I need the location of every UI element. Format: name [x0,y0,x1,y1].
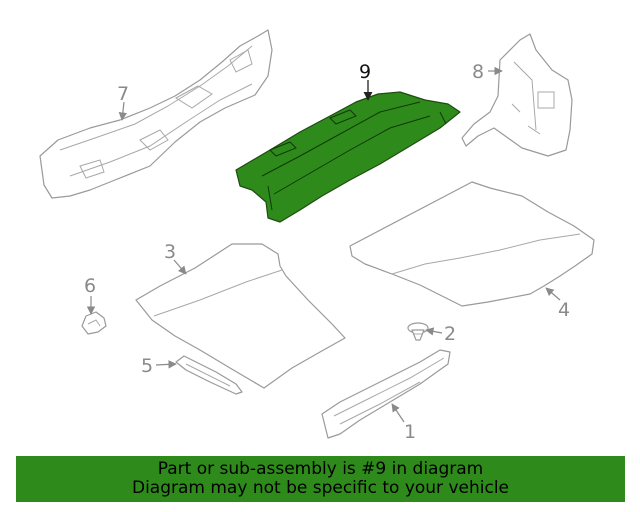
part-2-fastener[interactable] [407,322,429,341]
part-8-corner-bracket[interactable] [461,33,573,157]
callout-7: 7 [117,83,129,105]
info-banner: Part or sub-assembly is #9 in diagram Di… [16,456,625,502]
leader-4 [545,287,561,301]
callout-9: 9 [359,61,371,83]
part-9-highlighted[interactable] [235,91,461,223]
part-6-clip[interactable] [81,311,107,335]
part-7-side-trim[interactable] [39,29,273,199]
callout-6: 6 [84,275,96,297]
part-5-trim-strip[interactable] [175,355,243,395]
callout-1: 1 [404,421,416,443]
leader-7 [118,101,128,121]
part-1-sill-plate[interactable] [321,349,451,439]
callout-5: 5 [141,355,153,377]
banner-line-1: Part or sub-assembly is #9 in diagram [157,459,484,479]
part-3-floor-mat[interactable] [135,243,346,389]
callout-4: 4 [558,299,570,321]
leader-2 [425,327,443,336]
banner-line-2: Diagram may not be specific to your vehi… [131,478,509,498]
part-4-floor-mat[interactable] [349,181,595,307]
leader-1 [391,403,405,423]
callout-2: 2 [444,323,456,345]
callout-3: 3 [164,241,176,263]
leader-5 [155,360,177,369]
parts-diagram: 9 7 8 3 4 6 5 2 1 [39,29,595,443]
callout-8: 8 [472,61,484,83]
leader-3 [173,259,187,275]
